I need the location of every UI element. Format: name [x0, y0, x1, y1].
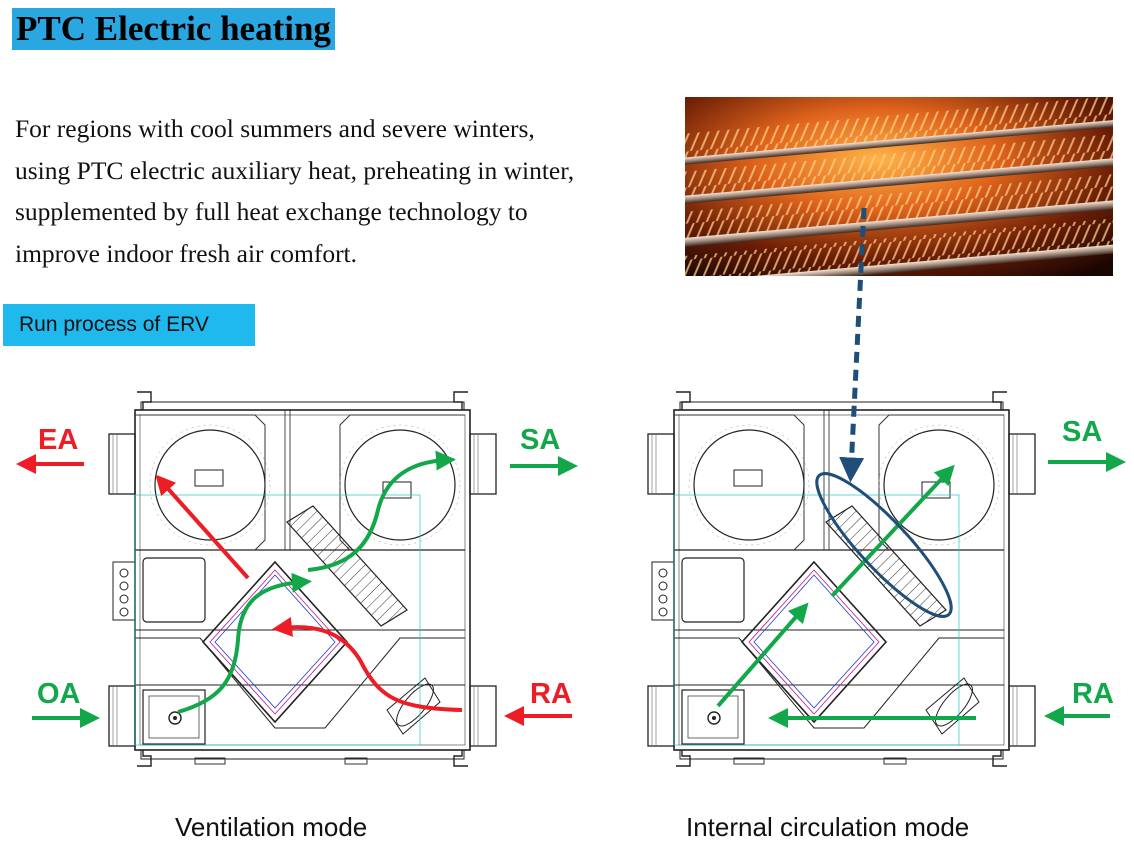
erv-unit-right [647, 391, 1036, 767]
label-ra-right: RA [1072, 678, 1114, 710]
description-line: using PTC electric auxiliary heat, prehe… [15, 155, 575, 185]
exhaust-up-arrow [155, 474, 250, 580]
description: For regions with cool summers and severe… [15, 108, 675, 274]
circulation-diag-arrow [716, 602, 809, 708]
ptc-heater-highlight [815, 472, 953, 618]
label-ea: EA [38, 424, 79, 456]
description-line: supplemented by full heat exchange techn… [15, 197, 528, 226]
fresh-up-arrow [307, 450, 456, 572]
caption-ventilation-mode: Ventilation mode [175, 812, 368, 842]
heater-pointer-dashed [839, 207, 867, 483]
description-line: improve indoor fresh air comfort. [15, 238, 358, 268]
label-sa-left: SA [520, 424, 561, 456]
ptc-heater-photo [685, 97, 1113, 276]
supply-diag-arrow [830, 464, 955, 598]
label-sa-right: SA [1062, 416, 1103, 448]
label-ra-left: RA [530, 678, 572, 710]
description-line: For regions with cool summers and severe… [15, 114, 535, 143]
label-oa: OA [37, 678, 81, 710]
section-badge: Run process of ERV [3, 304, 255, 346]
fresh-flow-arrow [177, 572, 312, 714]
exhaust-flow-arrow [272, 616, 463, 712]
page-title: PTC Electric heating [12, 8, 335, 50]
caption-internal-circulation-mode: Internal circulation mode [686, 812, 970, 842]
